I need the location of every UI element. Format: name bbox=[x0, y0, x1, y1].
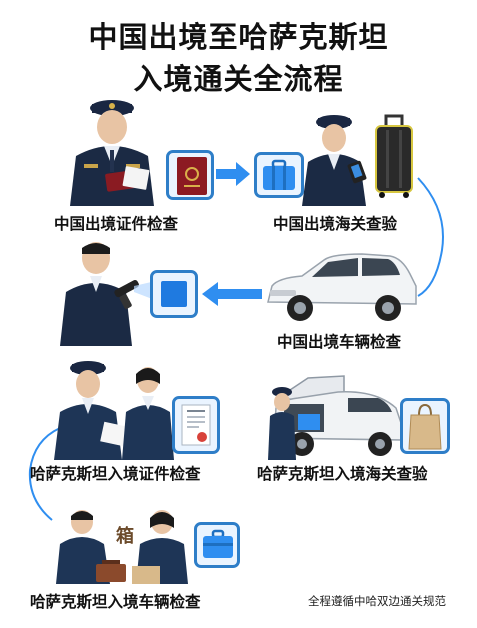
bag-icon bbox=[408, 403, 442, 450]
suitcase-icon bbox=[263, 159, 295, 190]
arrow-left-icon bbox=[202, 282, 262, 306]
suitcase-icon bbox=[203, 529, 233, 558]
square-icon-box bbox=[150, 270, 198, 318]
step-label-kz-entry-customs: 哈萨克斯坦入境海关查验 bbox=[257, 465, 428, 483]
bag-icon-box bbox=[400, 398, 450, 454]
footer-note: 全程遵循中哈双边通关规范 bbox=[308, 594, 446, 608]
officer-illustration-1 bbox=[70, 100, 154, 206]
page-title-line2: 入境通关全流程 bbox=[133, 62, 344, 96]
step-label-cn-exit-documents: 中国出境证件检查 bbox=[54, 215, 179, 233]
suv-open-trunk-illustration bbox=[273, 375, 403, 456]
page-title-line1: 中国出境至哈萨克斯坦 bbox=[88, 20, 389, 54]
passport-icon-box bbox=[166, 150, 214, 200]
step-label-cn-exit-customs: 中国出境海关查验 bbox=[273, 215, 398, 233]
square-icon bbox=[161, 281, 187, 307]
step-label-kz-entry-documents: 哈萨克斯坦入境证件检查 bbox=[30, 465, 201, 483]
suv-illustration-white bbox=[267, 253, 417, 321]
suitcase-icon-box-2 bbox=[194, 522, 240, 568]
officer-illustration-2 bbox=[302, 115, 367, 206]
luggage-illustration bbox=[375, 114, 413, 198]
officer-illustration-3 bbox=[60, 242, 139, 346]
suitcase-icon-box bbox=[254, 152, 304, 198]
step-label-cn-exit-vehicle: 中国出境车辆检查 bbox=[277, 333, 402, 351]
document-icon bbox=[181, 404, 211, 446]
officer-illustration-6 bbox=[56, 510, 188, 584]
officer-illustration-4 bbox=[54, 361, 174, 460]
box-label: 箱 bbox=[116, 526, 134, 547]
step-label-kz-entry-vehicle: 哈萨克斯坦入境车辆检查 bbox=[30, 593, 201, 611]
arrow-right-icon bbox=[216, 162, 250, 186]
officer-illustration-5 bbox=[268, 387, 296, 460]
document-icon-box bbox=[172, 396, 220, 454]
passport-icon bbox=[177, 157, 207, 195]
